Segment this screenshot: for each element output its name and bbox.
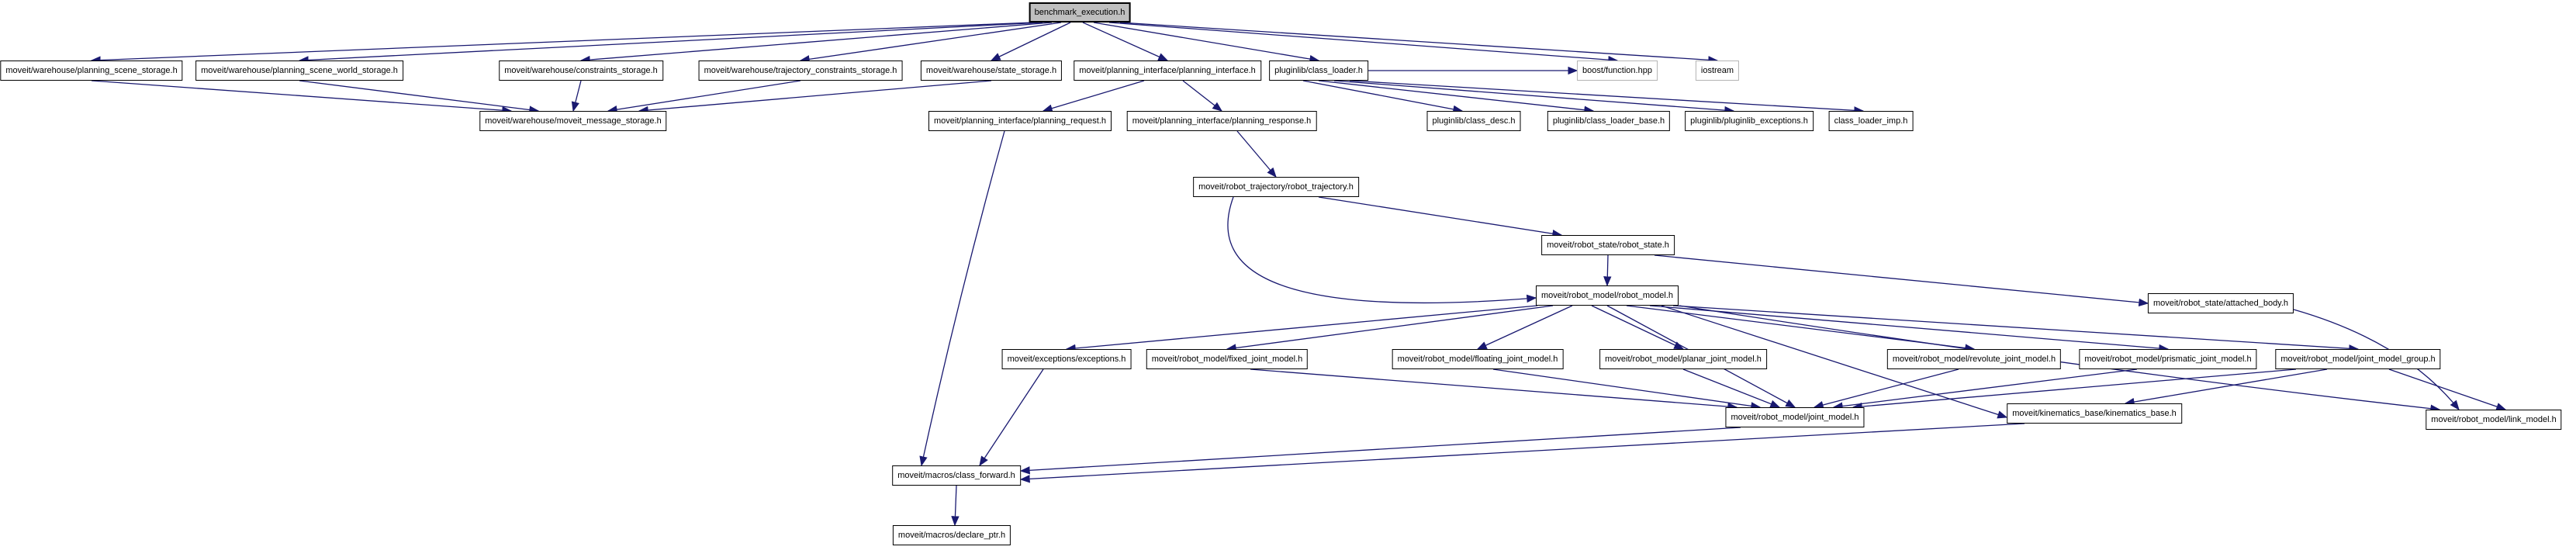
include-edge-planar_joint_model-to-joint_model [1682,368,1781,408]
graph-node-class_desc[interactable]: pluginlib/class_desc.h [1426,111,1521,131]
graph-node-class_loader[interactable]: pluginlib/class_loader.h [1269,61,1368,81]
include-edge-fixed_joint_model-to-joint_model [1250,368,1738,411]
include-edge-trajectory_constraints_storage-to-moveit_message_storage [607,80,801,114]
include-edge-joint_model_group-to-kinematics_base [2124,368,2328,406]
graph-node-benchmark_execution[interactable]: benchmark_execution.h [1029,2,1131,22]
include-edge-planning_interface-to-planning_response [1182,80,1223,112]
include-edge-joint_model_group-to-link_model [2388,368,2507,411]
graph-node-fixed_joint_model[interactable]: moveit/robot_model/fixed_joint_model.h [1146,349,1309,369]
include-edge-exceptions-to-class_forward [979,368,1044,467]
graph-node-class_loader_imp[interactable]: class_loader_imp.h [1828,111,1914,131]
include-edge-robot_model-to-prismatic_joint_model [1649,305,2170,353]
include-edge-floating_joint_model-to-joint_model [1492,368,1762,410]
include-edge-benchmark_execution-to-iostream [1119,22,1719,64]
include-edge-benchmark_execution-to-trajectory_constraints_storage [799,22,1062,64]
graph-node-trajectory_constraints_storage[interactable]: moveit/warehouse/trajectory_constraints_… [698,61,903,81]
include-edge-benchmark_execution-to-state_storage [990,22,1071,61]
graph-node-robot_state[interactable]: moveit/robot_state/robot_state.h [1541,235,1675,255]
include-edge-benchmark_execution-to-planning_scene_world_storage [298,22,1043,64]
graph-node-robot_model[interactable]: moveit/robot_model/robot_model.h [1536,285,1679,306]
include-edge-benchmark_execution-to-class_loader [1093,22,1320,64]
include-edge-robot_model-to-link_model [1679,305,2441,413]
include-edge-class_loader-to-pluginlib_exceptions [1333,80,1735,115]
graph-node-prismatic_joint_model[interactable]: moveit/robot_model/prismatic_joint_model… [2079,349,2257,369]
graph-node-planning_response[interactable]: moveit/planning_interface/planning_respo… [1126,111,1317,131]
include-edge-class_loader-to-class_loader_imp [1349,80,1865,115]
include-edge-planning_scene_world_storage-to-moveit_message_storage [299,80,540,114]
graph-node-revolute_joint_model[interactable]: moveit/robot_model/revolute_joint_model.… [1886,349,2062,369]
include-edge-robot_model-to-exceptions [1065,305,1538,353]
graph-node-link_model[interactable]: moveit/robot_model/link_model.h [2426,410,2562,430]
include-edge-robot_model-to-joint_model_group [1672,305,2360,353]
include-edge-planning_request-to-class_forward [919,130,1005,467]
graph-node-robot_trajectory[interactable]: moveit/robot_trajectory/robot_trajectory… [1193,177,1359,197]
include-edge-planning_interface-to-planning_request [1042,80,1145,112]
include-edge-kinematics_base-to-class_forward [1019,423,2025,483]
graph-node-planning_scene_world_storage[interactable]: moveit/warehouse/planning_scene_world_st… [195,61,403,81]
include-edge-robot_model-to-fixed_joint_model [1226,305,1554,352]
graph-node-planar_joint_model[interactable]: moveit/robot_model/planar_joint_model.h [1599,349,1767,369]
graph-node-planning_request[interactable]: moveit/planning_interface/planning_reque… [928,111,1112,131]
include-edge-class_forward-to-declare_ptr [951,485,960,527]
include-edge-robot_state-to-robot_model [1603,254,1612,287]
include-edge-prismatic_joint_model-to-joint_model [1832,368,2138,410]
graph-node-state_storage[interactable]: moveit/warehouse/state_storage.h [920,61,1063,81]
graph-node-joint_model[interactable]: moveit/robot_model/joint_model.h [1725,407,1865,427]
graph-node-exceptions[interactable]: moveit/exceptions/exceptions.h [1001,349,1132,369]
include-edge-benchmark_execution-to-planning_interface [1082,22,1169,61]
include-edge-class_loader-to-class_desc [1302,80,1464,113]
include-edge-robot_trajectory-to-robot_state [1318,196,1563,238]
include-edge-revolute_joint_model-to-joint_model [1813,368,1959,410]
graph-node-class_forward[interactable]: moveit/macros/class_forward.h [892,465,1021,486]
include-edge-robot_trajectory-to-robot_model [1227,196,1537,304]
graph-node-attached_body[interactable]: moveit/robot_state/attached_body.h [2147,293,2294,313]
graph-node-iostream[interactable]: iostream [1695,61,1740,81]
include-edge-state_storage-to-moveit_message_storage [638,80,992,115]
include-edge-robot_state-to-attached_body [1654,254,2149,307]
include-edge-planning_scene_storage-to-moveit_message_storage [91,80,513,115]
graph-node-joint_model_group[interactable]: moveit/robot_model/joint_model_group.h [2275,349,2441,369]
include-edge-constraints_storage-to-moveit_message_storage [571,80,582,112]
graph-node-pluginlib_exceptions[interactable]: pluginlib/pluginlib_exceptions.h [1685,111,1814,131]
include-edge-joint_model-to-class_forward [1019,427,1741,475]
graph-node-boost_function[interactable]: boost/function.hpp [1577,61,1658,81]
include-edge-planning_response-to-robot_trajectory [1236,130,1277,178]
include-edge-robot_model-to-floating_joint_model [1476,305,1573,350]
graph-node-declare_ptr[interactable]: moveit/macros/declare_ptr.h [892,525,1011,545]
include-edge-benchmark_execution-to-constraints_storage [579,22,1053,64]
graph-node-kinematics_base[interactable]: moveit/kinematics_base/kinematics_base.h [2007,403,2182,424]
graph-node-planning_scene_storage[interactable]: moveit/warehouse/planning_scene_storage.… [0,61,183,81]
graph-node-planning_interface[interactable]: moveit/planning_interface/planning_inter… [1074,61,1261,81]
include-edge-benchmark_execution-to-planning_scene_storage [90,22,1034,64]
graph-node-floating_joint_model[interactable]: moveit/robot_model/floating_joint_model.… [1392,349,1564,369]
graph-node-constraints_storage[interactable]: moveit/warehouse/constraints_storage.h [499,61,663,81]
include-edge-benchmark_execution-to-boost_function [1108,22,1619,64]
include-edge-joint_model_group-to-joint_model [1852,368,2297,411]
graph-node-moveit_message_storage[interactable]: moveit/warehouse/moveit_message_storage.… [479,111,667,131]
include-edge-robot_model-to-planar_joint_model [1591,305,1685,350]
graph-node-class_loader_base[interactable]: pluginlib/class_loader_base.h [1547,111,1671,131]
include-edge-class_loader-to-class_loader_base [1318,80,1595,114]
